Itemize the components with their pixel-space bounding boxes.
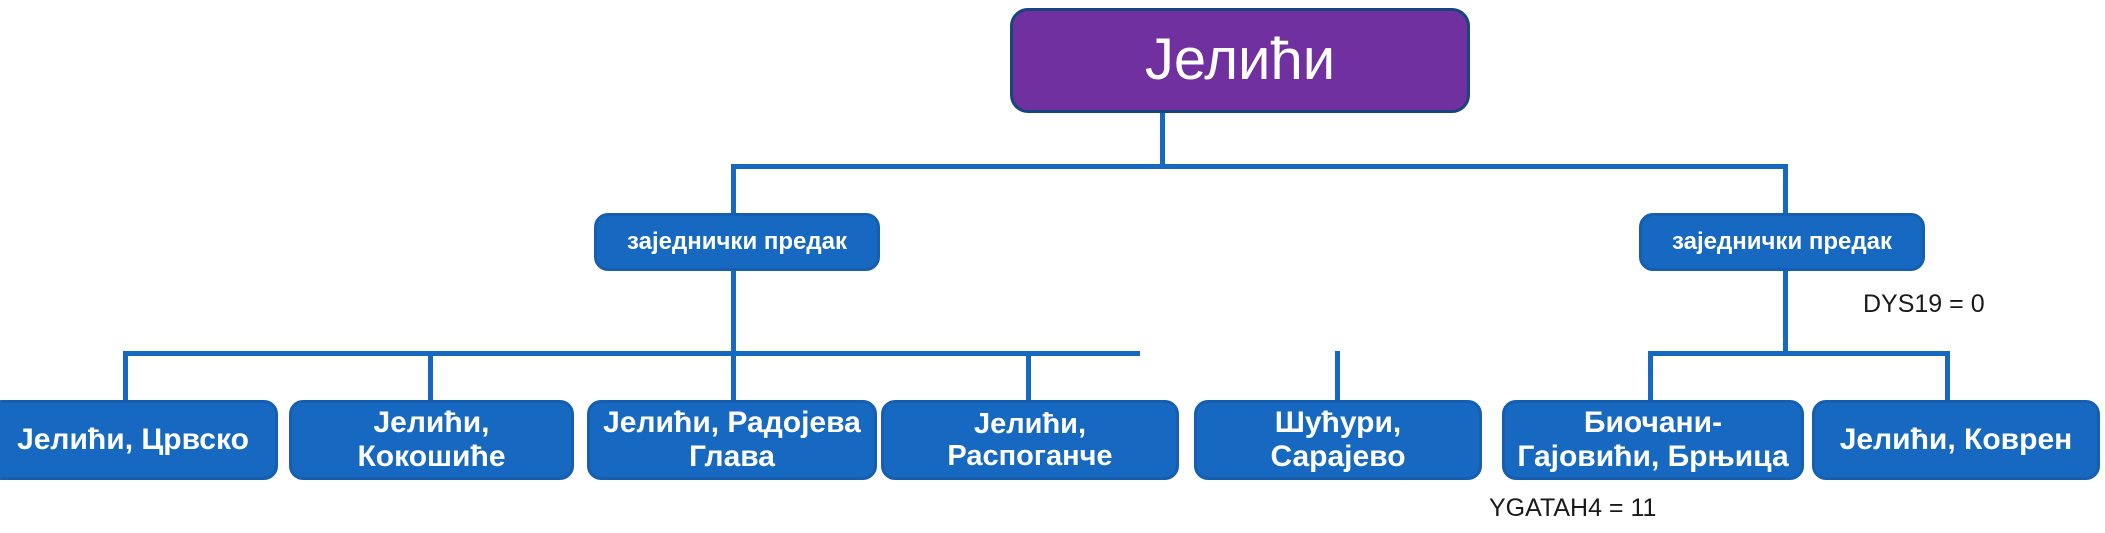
node-jelici-radojeva-glava[interactable]: Јелићи, Радојева Глава (587, 400, 877, 480)
connector-right-branch-stem (1783, 270, 1788, 354)
node-biocani-gajovici-brnjica-label: Биочани-Гајовићи, Брњица (1517, 406, 1789, 473)
node-jelici-kovren-label: Јелићи, Коврен (1839, 423, 2073, 457)
connector-root-stem (1160, 111, 1165, 167)
annotation-ygatah4: YGATAH4 = 11 (1489, 494, 1657, 522)
connector-level2-bus (731, 164, 1788, 169)
root-node-jelici[interactable]: Јелићи (1010, 8, 1470, 113)
node-jelici-crvsko[interactable]: Јелићи, Црвско (0, 400, 278, 480)
node-sucuri-sarajevo-label: Шућури, Сарајево (1270, 406, 1406, 473)
connector-right-children-bus (1648, 351, 1950, 356)
connector-left-child-5-drop (1335, 351, 1340, 401)
connector-left-child-4-drop (1026, 351, 1031, 401)
node-sucuri-sarajevo[interactable]: Шућури, Сарајево (1194, 400, 1482, 480)
connector-right-child-1-drop (1648, 351, 1653, 401)
root-node-label: Јелићи (1144, 27, 1336, 93)
node-right-common-ancestor[interactable]: заједнички предак (1639, 213, 1925, 271)
node-jelici-raspogance[interactable]: Јелићи, Распоганче (881, 400, 1179, 480)
node-jelici-kovren[interactable]: Јелићи, Коврен (1812, 400, 2100, 480)
node-biocani-gajovici-brnjica[interactable]: Биочани-Гајовићи, Брњица (1502, 400, 1804, 480)
connector-left-branch-stem (731, 270, 736, 354)
node-jelici-radojeva-glava-label: Јелићи, Радојева Глава (603, 406, 861, 473)
node-jelici-kokosice[interactable]: Јелићи, Кокошиће (289, 400, 574, 480)
node-right-common-ancestor-label: заједнички предак (1672, 227, 1892, 255)
connector-left-child-3-drop (731, 351, 736, 401)
node-jelici-raspogance-label: Јелићи, Распоганче (947, 407, 1113, 472)
connector-level2-right-drop (1783, 164, 1788, 214)
connector-level2-left-drop (731, 164, 736, 214)
connector-left-children-bus (123, 351, 1140, 356)
connector-left-child-1-drop (123, 351, 128, 401)
node-jelici-kokosice-label: Јелићи, Кокошиће (357, 406, 506, 473)
node-left-common-ancestor-label: заједнички предак (627, 227, 847, 255)
connector-left-child-2-drop (428, 351, 433, 401)
node-jelici-crvsko-label: Јелићи, Црвско (17, 423, 249, 457)
node-left-common-ancestor[interactable]: заједнички предак (594, 213, 880, 271)
annotation-dys19: DYS19 = 0 (1863, 290, 1985, 318)
connector-right-child-2-drop (1945, 351, 1950, 401)
